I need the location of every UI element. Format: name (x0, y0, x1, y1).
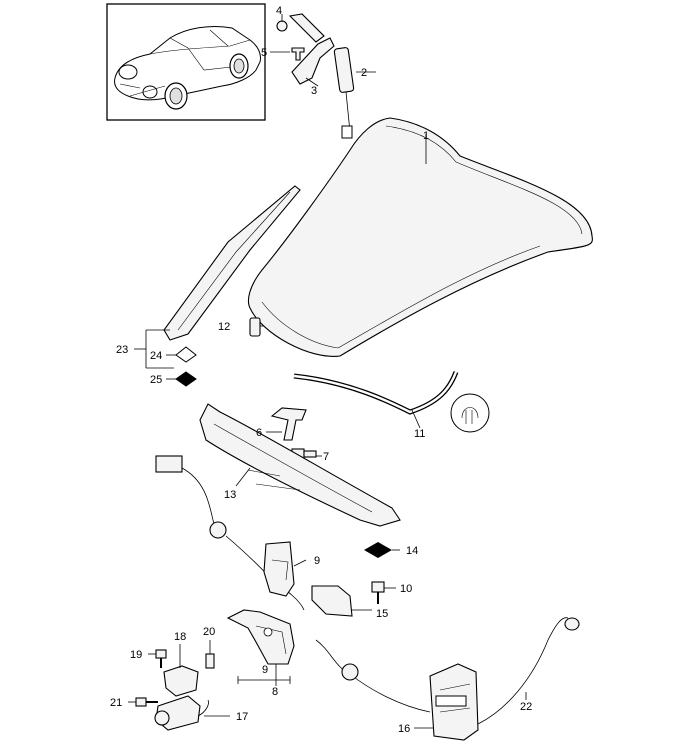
clip-fastener (291, 47, 305, 61)
callout-16: 16 (398, 723, 410, 735)
callout-10: 10 (400, 583, 412, 595)
seal-detail-circle (450, 393, 490, 433)
callout-5: 5 (261, 47, 267, 59)
callout-25: 25 (150, 374, 162, 386)
callout-17: 17 (236, 711, 248, 723)
cable-grommet (341, 663, 359, 681)
callout-23: 23 (116, 344, 128, 356)
lid-seal (293, 371, 490, 433)
release-cable-harness (155, 455, 305, 611)
callout-15: 15 (376, 608, 388, 620)
pad-14 (364, 542, 392, 558)
callout-11: 11 (414, 428, 425, 440)
strut-bracket (291, 37, 335, 85)
clip-20 (205, 653, 215, 669)
lock-bracket-upper (263, 541, 295, 597)
callout-22: 22 (520, 701, 532, 713)
callout-3: 3 (311, 85, 317, 97)
callout-9-upper: 9 (314, 555, 320, 567)
callout-12: 12 (218, 321, 230, 333)
leader-lines (128, 14, 527, 729)
release-handle-assembly (315, 617, 580, 741)
callout-7: 7 (323, 451, 329, 463)
lid-lock (226, 609, 295, 665)
screw-10 (371, 581, 385, 604)
callout-18: 18 (174, 631, 186, 643)
gas-strut-assembly (276, 13, 355, 139)
callout-24: 24 (150, 350, 162, 362)
pad-25 (175, 371, 197, 387)
support-bracket (311, 585, 353, 617)
gas-strut (333, 47, 355, 93)
bolt-21 (135, 697, 158, 707)
car-illustration (114, 25, 261, 110)
lid-bracket (270, 407, 307, 441)
callout-20: 20 (203, 626, 215, 638)
callout-labels: 1 2 3 4 5 6 7 8 9 9 10 11 12 13 14 15 16… (110, 5, 532, 735)
front-lid (247, 117, 593, 357)
callout-8: 8 (272, 686, 278, 698)
callout-21: 21 (110, 697, 122, 709)
side-trim-strip (163, 185, 301, 341)
callout-19: 19 (130, 649, 142, 661)
cable-end (564, 617, 580, 631)
callout-9-lower: 9 (262, 664, 268, 676)
callout-1: 1 (423, 130, 429, 142)
buffer-stop (249, 317, 261, 337)
callout-6: 6 (256, 427, 262, 439)
callout-2: 2 (361, 67, 367, 79)
vehicle-overview-inset (106, 3, 266, 121)
grommet (209, 521, 227, 539)
callout-4: 4 (276, 5, 282, 17)
switch-bracket (163, 665, 199, 697)
callout-14: 14 (406, 545, 418, 557)
bracket-bolt (276, 20, 288, 32)
actuator-17 (154, 695, 209, 731)
cross-member (199, 403, 401, 527)
callout-13: 13 (224, 489, 236, 501)
connector-plug (155, 455, 183, 473)
pad-24 (175, 346, 197, 363)
bolt-19 (155, 649, 167, 668)
